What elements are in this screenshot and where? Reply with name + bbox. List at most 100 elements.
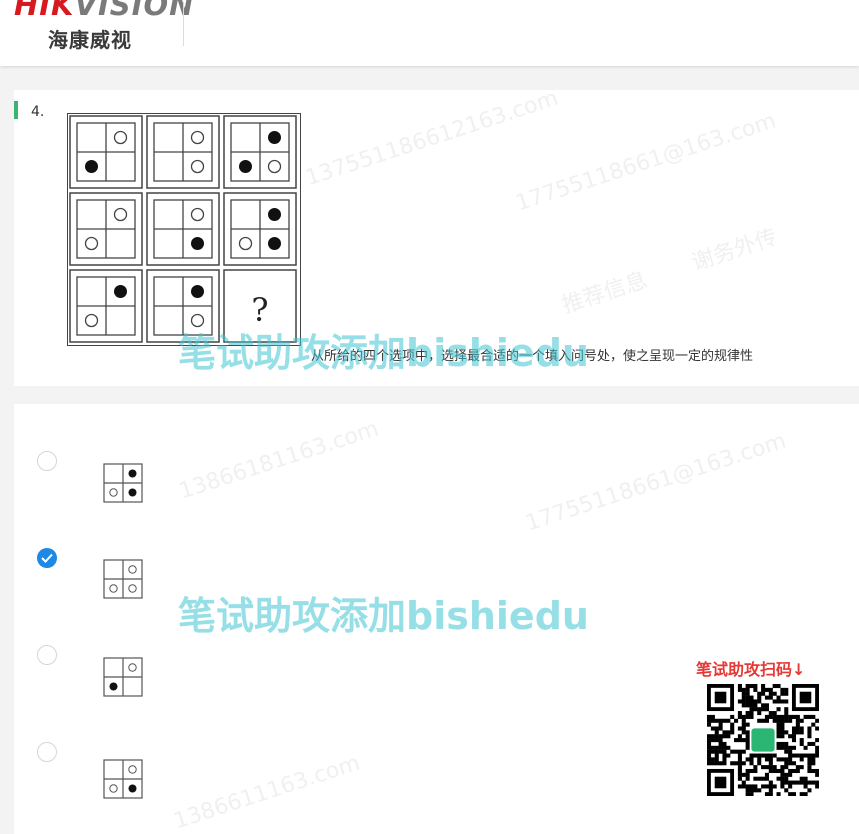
hollow-dot [128,584,137,593]
qr-module [791,738,797,743]
qr-module [741,730,746,735]
qr-module [745,722,750,727]
qr-module [791,761,797,766]
qr-module [737,768,742,774]
qr-module [788,749,793,754]
qr-module [799,765,804,770]
qr-module [757,718,762,723]
qr-module [737,738,742,743]
qr-module [745,784,750,789]
qr-module [749,703,754,708]
qr-module [722,730,727,735]
option-a-radio[interactable] [37,451,57,471]
option-c-radio[interactable] [37,645,57,665]
hollow-dot [190,159,205,174]
qr-module [764,753,769,758]
qr-module [780,768,785,774]
option-c-figure[interactable] [102,656,144,702]
option-b-figure[interactable] [102,558,144,604]
qr-module [764,718,769,723]
qr-module [799,738,804,743]
qr-module [780,687,785,692]
qr-module [718,749,723,754]
qr-module [776,707,781,712]
qr-module [722,761,727,766]
filled-dot [268,208,281,221]
qr-module [776,757,781,762]
qr-module [753,765,758,770]
qr-module [776,684,781,689]
qr-module [714,734,719,739]
question-number: 4. [31,104,45,120]
qr-module [714,738,719,743]
qr-module [784,707,789,712]
qr-module [745,711,750,716]
qr-module [795,718,800,723]
qr-module [714,761,719,766]
qr-module [815,726,820,731]
qr-module [776,734,781,739]
qr-module [776,745,781,750]
qr-module [776,699,781,704]
qr-module [795,722,800,727]
qr-module [768,780,773,785]
qr-module [737,711,742,716]
qr-module [776,730,781,735]
qr-module [726,718,731,723]
qr-module [788,772,793,777]
qr-module [795,765,800,770]
qr-module [714,749,719,754]
filled-dot [268,237,281,250]
qr-module [741,726,746,731]
qr-module [788,714,793,719]
qr-module [811,757,816,762]
qr-module [772,753,777,758]
qr-module [753,687,758,692]
qr-module [784,718,789,723]
puzzle-cell [223,115,297,189]
qr-module [753,768,758,774]
qr-module [707,718,712,723]
qr-module [784,741,789,746]
qr-module [772,768,777,774]
qr-module [749,753,754,758]
qr-module [807,757,812,762]
option-a-figure[interactable] [102,462,144,508]
qr-module [788,761,793,766]
qr-module [745,788,750,793]
qr-module [757,753,762,758]
puzzle-grid: ? [67,113,301,346]
qr-module [803,792,808,797]
qr-module [741,738,746,743]
option-d-radio[interactable] [37,742,57,762]
qr-module [799,780,804,785]
qr-module [807,734,812,739]
qr-module [707,749,712,754]
qr-module [745,703,750,708]
puzzle-cell [69,115,143,189]
qr-module [722,745,727,750]
qr-module [780,784,785,789]
qr-module [737,734,742,739]
qr-module [757,776,762,781]
app-header: HIKVISION 海康威视 [0,0,859,66]
qr-module [795,726,800,731]
qr-module [741,699,746,704]
qr-module [718,761,723,766]
option-b-radio[interactable] [37,548,57,568]
filled-dot [114,285,127,298]
qr-module [707,745,712,750]
qr-module [745,745,750,750]
qr-module [811,761,816,766]
qr-module [741,687,746,692]
qr-module [745,691,750,696]
option-d-figure[interactable] [102,758,144,804]
qr-module [745,738,750,743]
qr-module [753,684,758,689]
qr-module [718,726,723,731]
hollow-dot [128,565,137,574]
qr-module [784,765,789,770]
filled-dot [128,784,137,793]
qr-module [803,745,808,750]
qr-module [745,757,750,762]
